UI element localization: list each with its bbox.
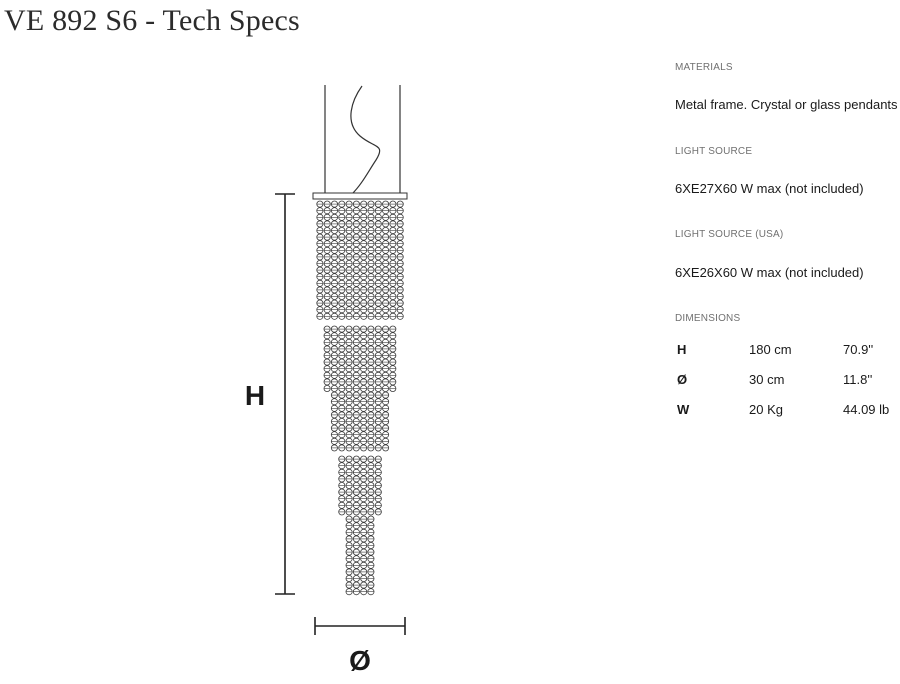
dimension-imperial: 44.09 lb <box>843 402 890 417</box>
height-label: H <box>245 380 265 411</box>
dimension-key: W <box>677 402 690 417</box>
dimension-row-diameter: Ø 30 cm 11.8'' <box>675 372 900 390</box>
crystal-pendants <box>316 200 404 596</box>
dimensions-label: DIMENSIONS <box>675 313 741 324</box>
light-source-usa-label: LIGHT SOURCE (USA) <box>675 229 784 240</box>
materials-value: Metal frame. Crystal or glass pendants <box>675 97 898 112</box>
chandelier-drawing: H Ø <box>245 85 408 676</box>
dimension-imperial: 11.8'' <box>843 372 873 387</box>
materials-label: MATERIALS <box>675 62 733 73</box>
page-title: VE 892 S6 - Tech Specs <box>4 4 300 37</box>
diameter-label: Ø <box>349 645 371 676</box>
dimension-key: H <box>677 342 687 357</box>
canopy-plate <box>312 192 408 200</box>
dimension-metric: 30 cm <box>749 372 785 387</box>
power-cord <box>350 85 381 195</box>
dimension-metric: 180 cm <box>749 342 792 357</box>
dimension-metric: 20 Kg <box>749 402 783 417</box>
light-source-label: LIGHT SOURCE <box>675 146 753 157</box>
dimension-row-height: H 180 cm 70.9'' <box>675 342 900 360</box>
light-source-value: 6XE27X60 W max (not included) <box>675 181 864 196</box>
light-source-usa-value: 6XE26X60 W max (not included) <box>675 265 864 280</box>
dimension-key: Ø <box>677 372 688 387</box>
dimension-row-weight: W 20 Kg 44.09 lb <box>675 402 900 420</box>
dimension-imperial: 70.9'' <box>843 342 874 357</box>
